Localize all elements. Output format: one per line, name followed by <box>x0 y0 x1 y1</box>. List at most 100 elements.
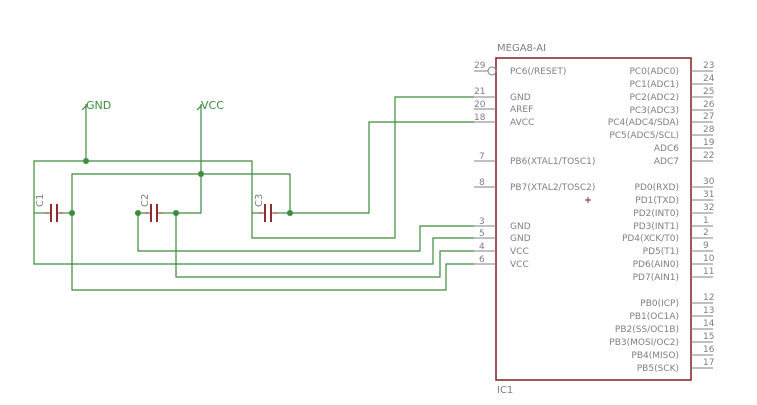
svg-text:PB7(XTAL2/TOSC2): PB7(XTAL2/TOSC2) <box>510 183 595 193</box>
svg-text:24: 24 <box>703 74 715 84</box>
pin-7[interactable]: 7 PB6(XTAL1/TOSC1) <box>474 152 595 167</box>
svg-text:21: 21 <box>474 87 485 97</box>
ic-name: MEGA8-AI <box>497 43 546 54</box>
svg-text:6: 6 <box>479 255 485 265</box>
svg-text:PB6(XTAL1/TOSC1): PB6(XTAL1/TOSC1) <box>510 157 595 167</box>
svg-text:PB0(ICP): PB0(ICP) <box>640 299 679 309</box>
pin-3[interactable]: 3 GND <box>474 217 531 232</box>
svg-text:12: 12 <box>703 293 714 303</box>
svg-text:23: 23 <box>703 61 714 71</box>
vcc-symbol[interactable]: VCC <box>196 99 224 174</box>
svg-text:PD7(AIN1): PD7(AIN1) <box>633 273 679 283</box>
svg-text:30: 30 <box>703 177 715 187</box>
pin-21[interactable]: 21 GND <box>474 87 531 103</box>
svg-text:5: 5 <box>479 229 485 239</box>
pin-20[interactable]: 20 AREF <box>474 100 533 115</box>
svg-text:32: 32 <box>703 203 714 213</box>
svg-text:10: 10 <box>703 254 715 264</box>
svg-text:PD4(XCK/T0): PD4(XCK/T0) <box>622 234 679 244</box>
svg-text:PC0(ADC0): PC0(ADC0) <box>629 67 679 77</box>
svg-text:PC1(ADC1): PC1(ADC1) <box>629 80 679 90</box>
svg-text:22: 22 <box>703 151 714 161</box>
svg-text:9: 9 <box>703 241 709 251</box>
ic-ref: IC1 <box>497 385 513 396</box>
svg-text:26: 26 <box>703 100 715 110</box>
pin-29[interactable]: 29 PC6(/RESET) <box>474 61 566 77</box>
svg-text:14: 14 <box>703 319 715 329</box>
svg-text:20: 20 <box>474 100 486 110</box>
svg-text:GND: GND <box>510 93 531 103</box>
svg-text:2: 2 <box>703 228 709 238</box>
svg-text:4: 4 <box>479 242 485 252</box>
svg-text:19: 19 <box>703 138 715 148</box>
wires <box>33 96 474 291</box>
gnd-label: GND <box>86 99 111 112</box>
svg-text:15: 15 <box>703 332 714 342</box>
c3-label: C3 <box>254 194 265 207</box>
pin-18[interactable]: 18 AVCC <box>474 113 534 128</box>
svg-text:PB5(SCK): PB5(SCK) <box>637 364 679 374</box>
svg-text:29: 29 <box>474 61 486 71</box>
svg-text:PC2(ADC2): PC2(ADC2) <box>629 93 679 103</box>
svg-text:GND: GND <box>510 234 531 244</box>
left-pin-group: 29 PC6(/RESET) 21 GND 20 AREF 18 AVCC 7 … <box>474 61 595 270</box>
capacitor-c1[interactable]: C1 <box>35 194 63 222</box>
svg-text:PB4(MISO): PB4(MISO) <box>631 351 679 361</box>
svg-text:11: 11 <box>703 267 714 277</box>
svg-text:PD6(AIN0): PD6(AIN0) <box>633 260 679 270</box>
svg-text:PB1(OC1A): PB1(OC1A) <box>629 312 679 322</box>
svg-text:AVCC: AVCC <box>510 118 534 128</box>
svg-text:25: 25 <box>703 87 714 97</box>
svg-text:7: 7 <box>479 152 485 162</box>
right-pin-group: 23PC0(ADC0)24PC1(ADC1)25PC2(ADC2)26PC3(A… <box>608 61 715 374</box>
pin-6[interactable]: 6 VCC <box>474 255 529 270</box>
svg-text:PC3(ADC3): PC3(ADC3) <box>629 106 679 116</box>
svg-text:PD0(RXD): PD0(RXD) <box>635 183 679 193</box>
svg-text:27: 27 <box>703 112 714 122</box>
svg-text:PB2(SS/OC1B): PB2(SS/OC1B) <box>615 325 679 335</box>
inversion-bubble <box>487 66 497 76</box>
pin-8[interactable]: 8 PB7(XTAL2/TOSC2) <box>474 178 595 193</box>
svg-text:17: 17 <box>703 358 714 368</box>
svg-text:8: 8 <box>479 178 485 188</box>
svg-text:ADC7: ADC7 <box>654 157 679 167</box>
pin-4[interactable]: 4 VCC <box>474 242 529 257</box>
svg-text:PD2(INT0): PD2(INT0) <box>633 209 679 219</box>
svg-text:1: 1 <box>703 216 709 226</box>
svg-text:PC4(ADC4/SDA): PC4(ADC4/SDA) <box>608 118 679 128</box>
capacitor-c2[interactable]: C2 <box>140 194 163 222</box>
svg-text:28: 28 <box>703 125 715 135</box>
gnd-symbol[interactable]: GND <box>81 99 111 162</box>
svg-text:PC6(/RESET): PC6(/RESET) <box>510 67 566 77</box>
svg-text:PD1(TXD): PD1(TXD) <box>635 196 679 206</box>
capacitor-c3[interactable]: C3 <box>254 194 277 222</box>
svg-text:VCC: VCC <box>510 247 529 257</box>
pin-5[interactable]: 5 GND <box>474 229 531 244</box>
ic-body[interactable] <box>495 57 692 381</box>
svg-text:18: 18 <box>474 113 486 123</box>
svg-text:PB3(MOSI/OC2): PB3(MOSI/OC2) <box>609 338 679 348</box>
